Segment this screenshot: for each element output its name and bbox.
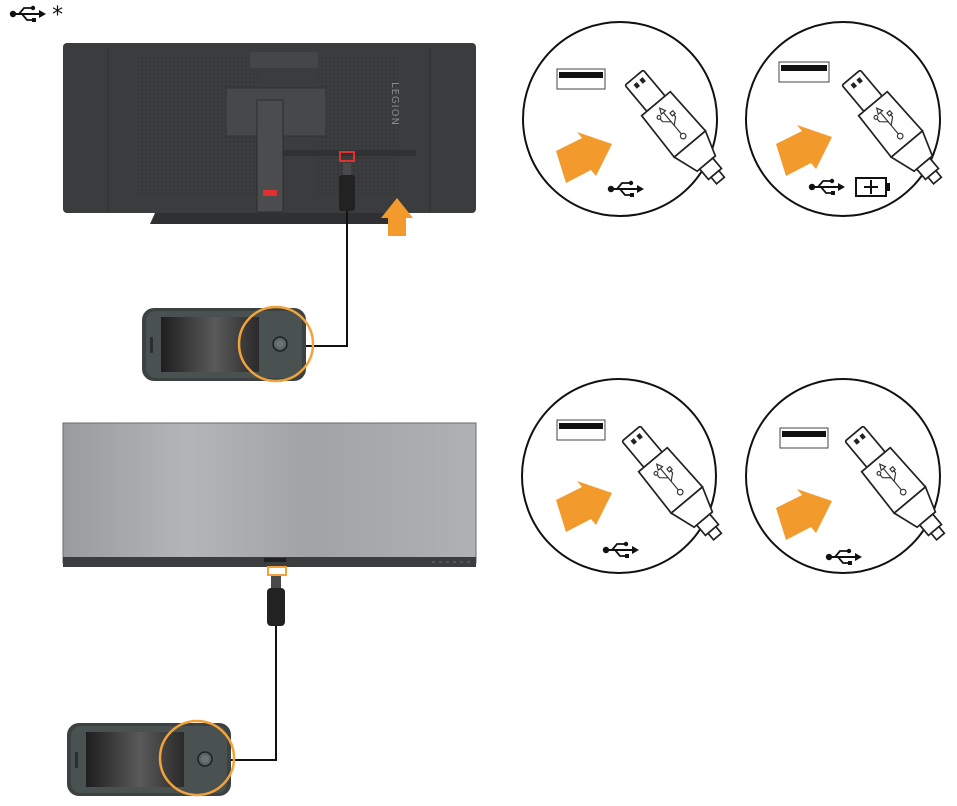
- insert-arrow-icon: [776, 489, 832, 540]
- detail-circle-usb-standard-bottom-right: [745, 378, 957, 574]
- insert-arrow-icon: [381, 198, 413, 236]
- detail-circle-usb-standard-bottom-left: [521, 378, 735, 574]
- header-asterisk: *: [52, 3, 63, 28]
- header-usb-icon: [8, 4, 48, 24]
- insert-arrow-icon: [776, 125, 832, 176]
- monitor-front-view: [62, 422, 477, 576]
- insert-arrow-icon: [556, 132, 612, 183]
- detail-circle-usb-charging-top: [745, 21, 955, 217]
- top-usb-cable: [291, 163, 355, 347]
- phone-port-highlight-top: [237, 305, 315, 383]
- battery-icon: [855, 177, 890, 197]
- phone-bottom: [66, 722, 232, 797]
- brand-text: LEGION: [389, 82, 400, 126]
- phone-port-highlight-bottom: [158, 719, 236, 797]
- monitor-back-view: LEGION: [63, 43, 476, 224]
- phone-top: [141, 307, 307, 382]
- insert-arrow-icon: [556, 481, 612, 532]
- detail-circle-usb-standard-top: [522, 21, 738, 217]
